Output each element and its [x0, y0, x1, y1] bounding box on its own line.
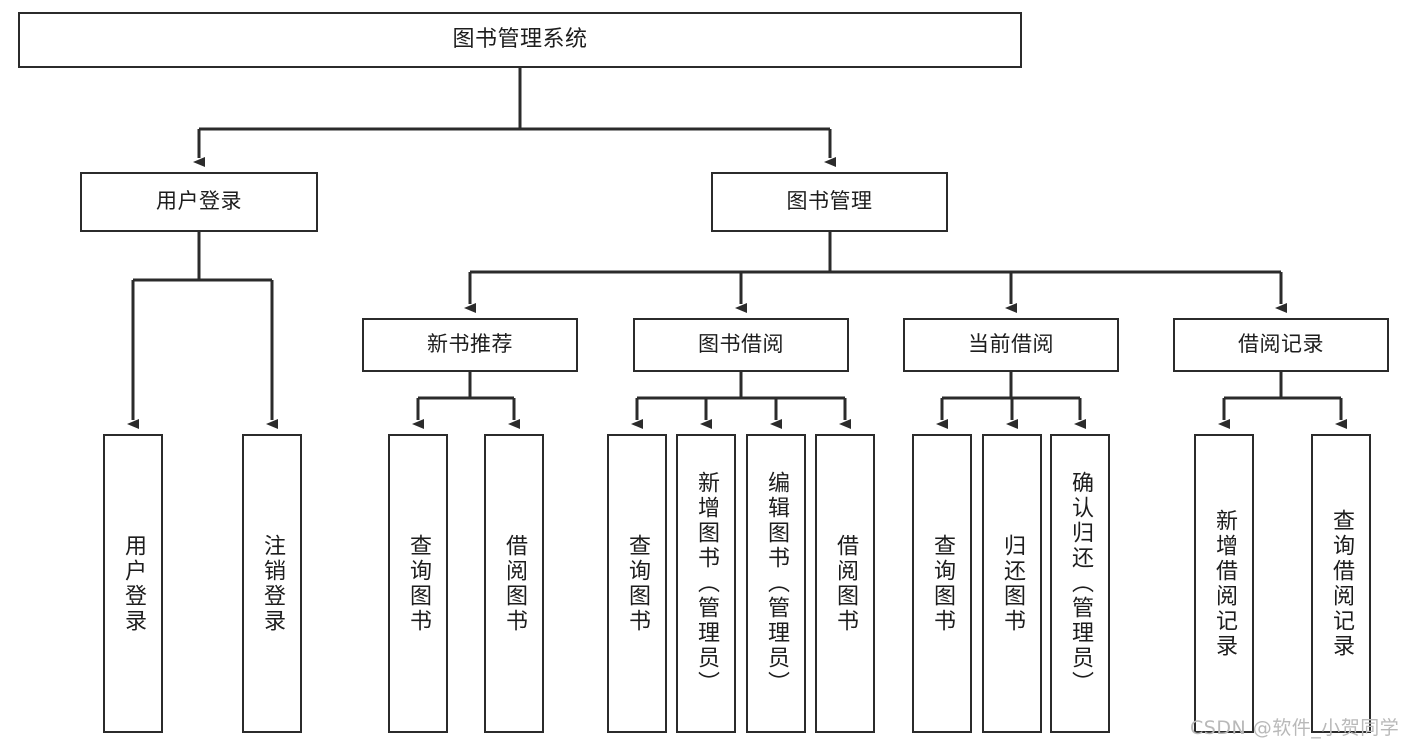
node-leaf-user-login-label: 用户登录 [121, 533, 146, 634]
node-new-book-recommend-label: 新书推荐 [427, 332, 513, 357]
node-user-login-label: 用户登录 [156, 189, 242, 214]
node-borrow-record-label: 借阅记录 [1238, 332, 1324, 357]
node-leaf-return-book[interactable]: 归还图书 [982, 434, 1042, 733]
node-book-manage-label: 图书管理 [786, 189, 873, 214]
node-leaf-user-logout[interactable]: 注销登录 [242, 434, 302, 733]
node-leaf-borrow-book-1-label: 借阅图书 [502, 533, 527, 634]
node-leaf-edit-book[interactable]: 编辑图书（管理员） [746, 434, 806, 733]
node-leaf-user-logout-label: 注销登录 [260, 533, 285, 634]
node-leaf-add-book[interactable]: 新增图书（管理员） [676, 434, 736, 733]
wire-group-new-book-recommend [412, 372, 520, 429]
node-book-borrow-label: 图书借阅 [698, 332, 784, 357]
node-leaf-query-book-2-label: 查询图书 [625, 533, 650, 634]
node-leaf-borrow-book-2-label: 借阅图书 [833, 533, 858, 634]
node-borrow-record[interactable]: 借阅记录 [1173, 318, 1389, 372]
wire-group-current-borrow [936, 372, 1086, 429]
node-leaf-return-book-label: 归还图书 [1000, 533, 1025, 634]
node-new-book-recommend[interactable]: 新书推荐 [362, 318, 578, 372]
node-leaf-query-book-3-label: 查询图书 [930, 533, 955, 634]
node-leaf-user-login[interactable]: 用户登录 [103, 434, 163, 733]
wire-group-borrow-record [1218, 372, 1347, 429]
node-user-login[interactable]: 用户登录 [80, 172, 318, 232]
node-leaf-borrow-book-2[interactable]: 借阅图书 [815, 434, 875, 733]
node-book-borrow[interactable]: 图书借阅 [633, 318, 849, 372]
node-leaf-query-book-2[interactable]: 查询图书 [607, 434, 667, 733]
node-leaf-query-borrow-record-label: 查询借阅记录 [1329, 508, 1354, 659]
wire-group-user-login [127, 232, 278, 429]
node-leaf-add-borrow-record[interactable]: 新增借阅记录 [1194, 434, 1254, 733]
node-root-label: 图书管理系统 [452, 26, 588, 52]
node-leaf-add-borrow-record-label: 新增借阅记录 [1212, 508, 1237, 659]
wire-group-book-borrow [631, 372, 851, 429]
node-leaf-add-book-label: 新增图书（管理员） [694, 471, 719, 696]
node-current-borrow-label: 当前借阅 [968, 332, 1054, 357]
node-root[interactable]: 图书管理系统 [18, 12, 1022, 68]
node-book-manage[interactable]: 图书管理 [711, 172, 948, 232]
node-leaf-edit-book-label: 编辑图书（管理员） [764, 471, 789, 696]
node-leaf-query-book-3[interactable]: 查询图书 [912, 434, 972, 733]
node-leaf-query-borrow-record[interactable]: 查询借阅记录 [1311, 434, 1371, 733]
node-leaf-confirm-return-label: 确认归还（管理员） [1068, 471, 1093, 696]
wire-group-root [193, 68, 836, 167]
node-leaf-confirm-return[interactable]: 确认归还（管理员） [1050, 434, 1110, 733]
node-leaf-borrow-book-1[interactable]: 借阅图书 [484, 434, 544, 733]
wire-group-book-manage [464, 232, 1287, 313]
node-leaf-query-book-1-label: 查询图书 [406, 533, 431, 634]
node-leaf-query-book-1[interactable]: 查询图书 [388, 434, 448, 733]
node-current-borrow[interactable]: 当前借阅 [903, 318, 1119, 372]
